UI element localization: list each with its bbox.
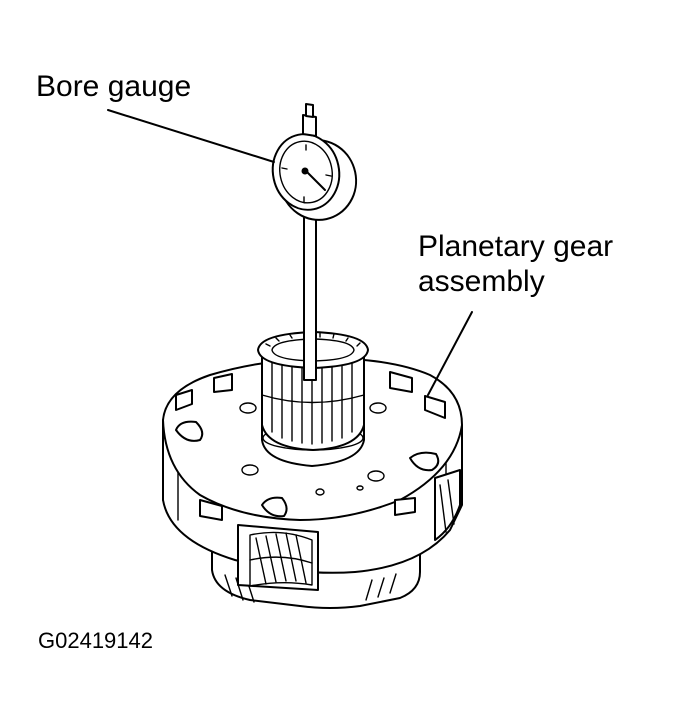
planetary-label-line-1: Planetary gear	[418, 230, 614, 263]
planetary-leader-line	[427, 311, 473, 396]
bore-gauge-leader-line	[107, 109, 275, 163]
carrier-rim-tabs	[175, 371, 446, 521]
planetary-label-line-2: assembly	[418, 264, 545, 298]
carrier-holes	[239, 402, 387, 496]
pinion-gear	[249, 531, 313, 587]
planetary-gear-assembly	[162, 331, 463, 609]
bore-gauge-label: Bore gauge	[36, 70, 192, 103]
figure-id: G02419142	[38, 628, 153, 653]
planetary-gear-assembly-label: Planetary gear assembly	[418, 230, 613, 299]
bore-gauge	[271, 103, 358, 381]
